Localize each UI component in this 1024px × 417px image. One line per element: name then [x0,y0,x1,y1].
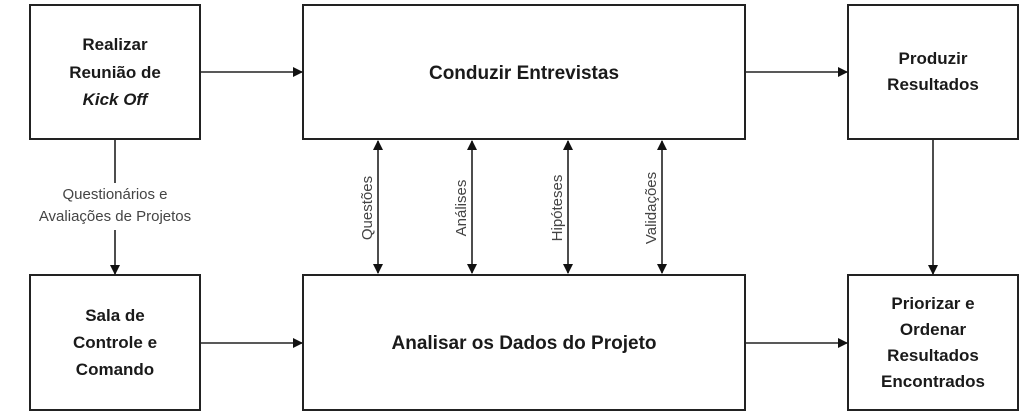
edge-label: Avaliações de Projetos [39,208,191,225]
double-arrow-hipoteses: Hipóteses [549,140,573,274]
edge-label-analises: Análises [453,180,470,237]
double-arrow-validacoes: Validações [643,140,667,274]
box-prioritize: Priorizar e Ordenar Resultados Encontrad… [847,274,1019,411]
box-control-line: Sala de [85,306,145,325]
edge-label-questoes: Questões [359,176,376,240]
box-analyze: Analisar os Dados do Projeto [302,274,746,411]
double-arrow-questoes: Questões [359,140,383,274]
box-prioritize-line: Resultados [887,346,979,365]
box-control-line: Comando [76,360,154,379]
box-produce-line: Resultados [887,75,979,94]
box-kickoff-line: Reunião de [69,63,161,82]
box-control-line: Controle e [73,333,157,352]
box-interviews-label: Conduzir Entrevistas [429,63,619,84]
box-prioritize-line: Encontrados [881,372,985,391]
box-prioritize-line: Ordenar [900,320,967,339]
box-kickoff-line: Kick Off [83,90,150,109]
box-kickoff-line: Realizar [82,35,148,54]
box-kickoff: Realizar Reunião de Kick Off [29,4,201,140]
box-analyze-label: Analisar os Dados do Projeto [392,333,657,354]
box-produce-line: Produzir [899,49,968,68]
box-interviews: Conduzir Entrevistas [302,4,746,140]
double-arrow-analises: Análises [453,140,477,274]
edge-label-hipoteses: Hipóteses [549,175,566,242]
box-produce: Produzir Resultados [847,4,1019,140]
edge-label: Questionários e [62,186,167,203]
edge-label-validacoes: Validações [643,172,660,244]
box-prioritize-line: Priorizar e [891,294,974,313]
box-control: Sala de Controle e Comando [29,274,201,411]
